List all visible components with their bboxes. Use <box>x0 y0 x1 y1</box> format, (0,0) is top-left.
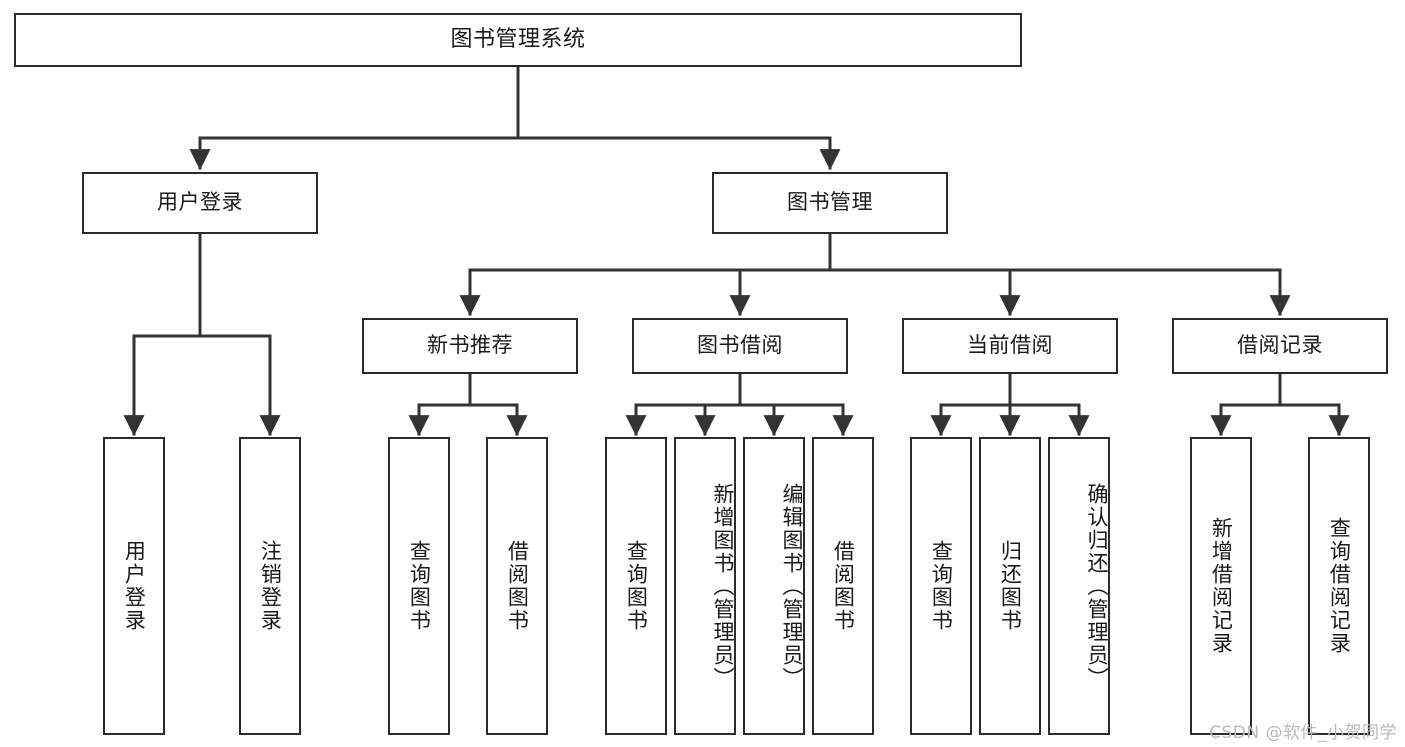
leaf-query-book-current-label: 查询图书 <box>929 540 954 632</box>
node-user-login-label: 用户登录 <box>157 190 243 215</box>
node-current-borrow-label: 当前借阅 <box>967 333 1053 358</box>
leaf-add-record-label: 新增借阅记录 <box>1209 517 1234 655</box>
leaf-borrow-book-recommend-label: 借阅图书 <box>505 540 530 632</box>
node-root-label: 图书管理系统 <box>450 26 586 52</box>
node-borrow-record[interactable]: 借阅记录 <box>1172 318 1388 374</box>
leaf-borrow-book-borrow[interactable]: 借阅图书 <box>812 437 874 735</box>
leaf-query-record[interactable]: 查询借阅记录 <box>1308 437 1370 735</box>
leaf-query-book-current[interactable]: 查询图书 <box>910 437 972 735</box>
leaf-edit-book[interactable]: 编辑图书（管理员） <box>743 437 805 735</box>
leaf-user-login-label: 用户登录 <box>122 540 147 632</box>
leaf-query-book-recommend[interactable]: 查询图书 <box>388 437 450 735</box>
leaf-logout-label: 注销登录 <box>258 540 283 632</box>
node-root[interactable]: 图书管理系统 <box>14 13 1022 67</box>
node-new-book-recommend-label: 新书推荐 <box>427 333 513 358</box>
node-book-borrow[interactable]: 图书借阅 <box>632 318 848 374</box>
leaf-query-book-borrow-label: 查询图书 <box>624 540 649 632</box>
node-new-book-recommend[interactable]: 新书推荐 <box>362 318 578 374</box>
leaf-borrow-book-recommend[interactable]: 借阅图书 <box>486 437 548 735</box>
node-user-login[interactable]: 用户登录 <box>82 172 318 234</box>
node-book-manage-label: 图书管理 <box>787 190 873 215</box>
node-current-borrow[interactable]: 当前借阅 <box>902 318 1118 374</box>
leaf-user-login[interactable]: 用户登录 <box>103 437 165 735</box>
node-book-borrow-label: 图书借阅 <box>697 333 783 358</box>
leaf-add-record[interactable]: 新增借阅记录 <box>1190 437 1252 735</box>
node-borrow-record-label: 借阅记录 <box>1237 333 1323 358</box>
leaf-add-book[interactable]: 新增图书（管理员） <box>674 437 736 735</box>
leaf-edit-book-label: 编辑图书（管理员） <box>780 482 804 690</box>
leaf-query-book-borrow[interactable]: 查询图书 <box>605 437 667 735</box>
watermark: CSDN @软件_小贺同学 <box>1209 723 1397 743</box>
leaf-borrow-book-borrow-label: 借阅图书 <box>831 540 856 632</box>
node-book-manage[interactable]: 图书管理 <box>712 172 948 234</box>
leaf-confirm-return[interactable]: 确认归还（管理员） <box>1048 437 1110 735</box>
leaf-return-book[interactable]: 归还图书 <box>979 437 1041 735</box>
leaf-query-book-recommend-label: 查询图书 <box>407 540 432 632</box>
leaf-query-record-label: 查询借阅记录 <box>1327 517 1352 655</box>
leaf-add-book-label: 新增图书（管理员） <box>711 482 735 690</box>
leaf-return-book-label: 归还图书 <box>998 540 1023 632</box>
leaf-logout[interactable]: 注销登录 <box>239 437 301 735</box>
leaf-confirm-return-label: 确认归还（管理员） <box>1085 482 1109 690</box>
